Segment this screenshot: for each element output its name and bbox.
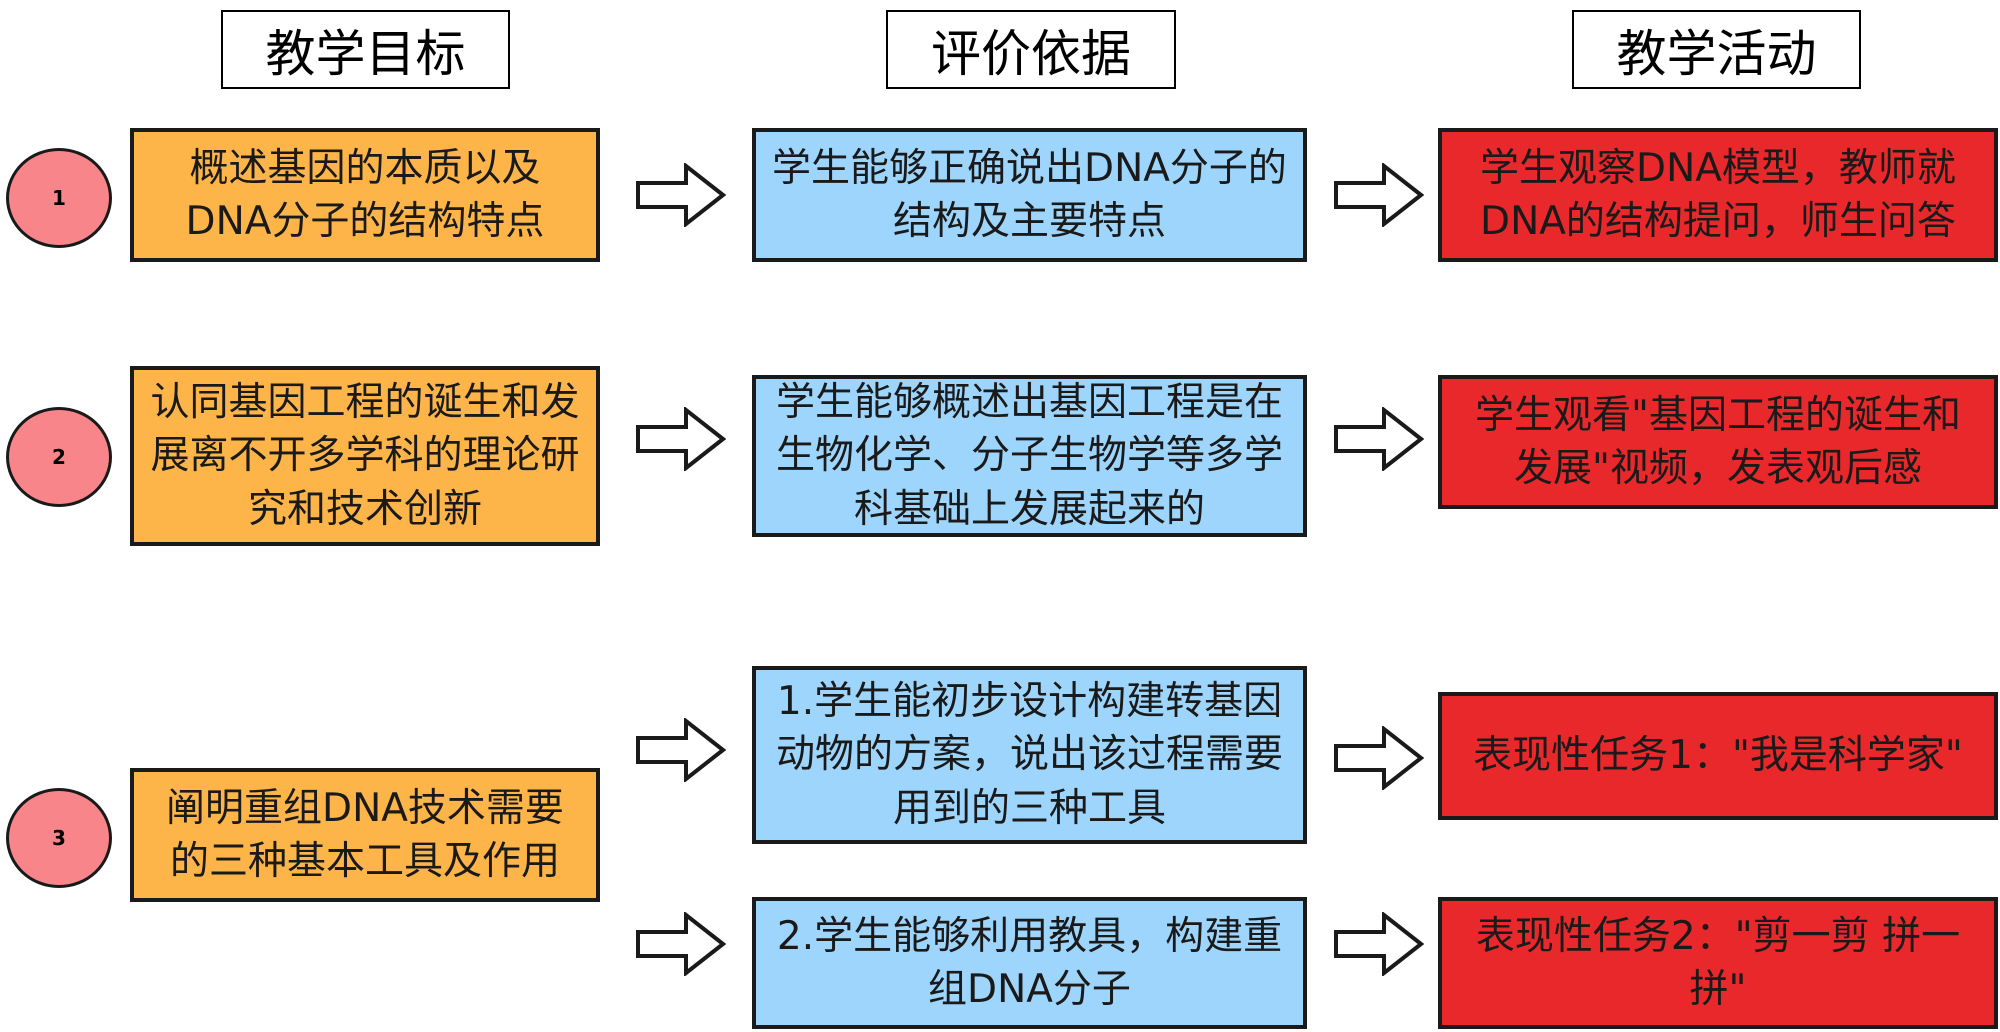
- row-3b-activity-box: 表现性任务2："剪一剪 拼一拼": [1438, 897, 1998, 1029]
- row-3b-arrow-to-activity: [1334, 912, 1424, 976]
- row-2-goal-box: 认同基因工程的诞生和发展离不开多学科的理论研究和技术创新: [130, 366, 600, 546]
- row-3a-activity-box: 表现性任务1："我是科学家": [1438, 692, 1998, 820]
- row-3a-arrow-to-activity: [1334, 726, 1424, 790]
- row-1-activity-box: 学生观察DNA模型，教师就DNA的结构提问，师生问答: [1438, 128, 1998, 262]
- header-evaluation-basis: 评价依据: [886, 10, 1176, 89]
- row-3b-arrow-to-evaluation: [636, 912, 726, 976]
- row-3a-evaluation-box: 1.学生能初步设计构建转基因动物的方案，说出该过程需要用到的三种工具: [752, 666, 1307, 844]
- header-teaching-goals: 教学目标: [221, 10, 510, 89]
- row-2-arrow-to-evaluation: [636, 407, 726, 471]
- row-1-evaluation-box: 学生能够正确说出DNA分子的结构及主要特点: [752, 128, 1307, 262]
- row-2-arrow-to-activity: [1334, 407, 1424, 471]
- row-1-arrow-to-activity: [1334, 163, 1424, 227]
- row-2-activity-box: 学生观看"基因工程的诞生和发展"视频，发表观后感: [1438, 375, 1998, 509]
- row-2-number-badge: 2: [6, 407, 112, 507]
- row-3b-evaluation-box: 2.学生能够利用教具，构建重组DNA分子: [752, 897, 1307, 1029]
- row-3-goal-box: 阐明重组DNA技术需要的三种基本工具及作用: [130, 768, 600, 902]
- row-3-number-badge: 3: [6, 788, 112, 888]
- row-1-number-badge: 1: [6, 148, 112, 248]
- row-1-goal-box: 概述基因的本质以及DNA分子的结构特点: [130, 128, 600, 262]
- header-teaching-activities: 教学活动: [1572, 10, 1861, 89]
- row-3a-arrow-to-evaluation: [636, 718, 726, 782]
- row-1-arrow-to-evaluation: [636, 163, 726, 227]
- row-2-evaluation-box: 学生能够概述出基因工程是在生物化学、分子生物学等多学科基础上发展起来的: [752, 375, 1307, 537]
